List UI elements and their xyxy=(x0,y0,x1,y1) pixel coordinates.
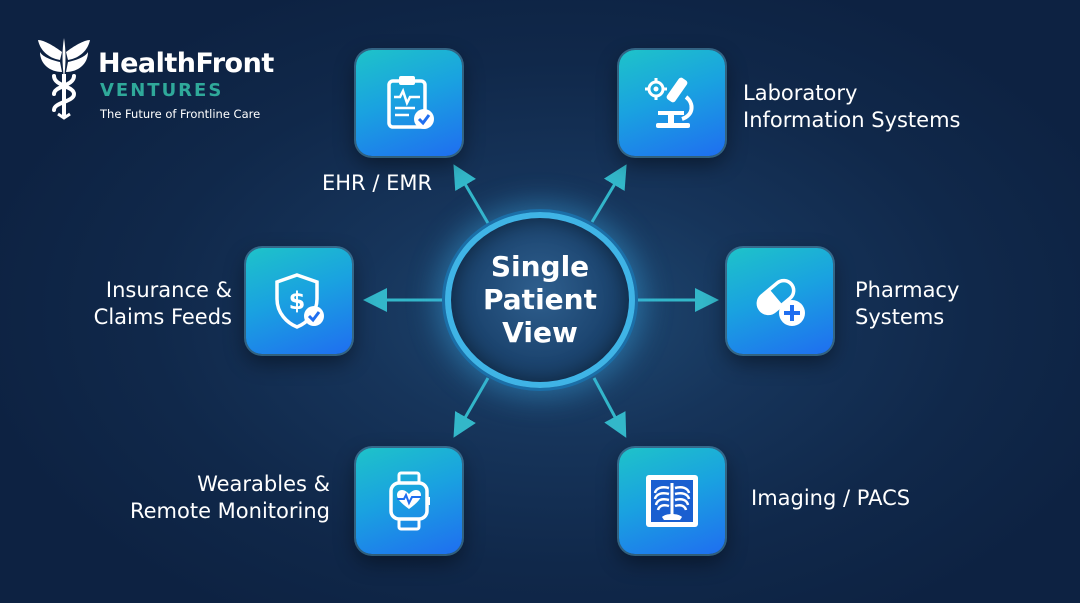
arrow-to-wearables xyxy=(453,377,490,438)
imaging-label-line: Imaging / PACS xyxy=(751,486,911,510)
laboratory-label-line: Laboratory xyxy=(743,81,858,105)
hub-title-line: Patient xyxy=(483,283,597,316)
pharmacy-label-line: Systems xyxy=(855,305,945,329)
arrow-to-imaging xyxy=(592,377,627,438)
wearables-label-line: Remote Monitoring xyxy=(129,499,330,523)
ehr-label-line: EHR / EMR xyxy=(322,171,433,195)
brand-name: HealthFront xyxy=(98,48,274,79)
hub-title-line: View xyxy=(502,316,578,349)
wearables-label: Wearables & Remote Monitoring xyxy=(98,471,330,525)
single-patient-view-hub: Single Patient View xyxy=(445,212,635,388)
laboratory-label: Laboratory Information Systems xyxy=(743,80,961,134)
brand-tagline: The Future of Frontline Care xyxy=(100,107,261,121)
xray-ribcage-icon xyxy=(646,475,698,527)
svg-text:$: $ xyxy=(289,287,306,315)
arrow-to-ehr xyxy=(453,164,494,231)
laboratory-label-line: Information Systems xyxy=(743,108,961,132)
insurance-label-line: Insurance & xyxy=(105,278,232,302)
arrow-to-lab xyxy=(590,164,627,223)
laboratory-tile xyxy=(619,50,725,156)
hub-title: Single Patient View xyxy=(445,250,635,349)
brand-subtitle: VENTURES xyxy=(100,80,224,101)
pharmacy-label-line: Pharmacy xyxy=(855,278,960,302)
imaging-tile xyxy=(619,448,725,554)
smartwatch-heartbeat-icon xyxy=(389,471,430,531)
insurance-label-line: Claims Feeds xyxy=(93,305,232,329)
pill-plus-icon xyxy=(756,278,805,326)
microscope-gear-icon xyxy=(645,77,694,128)
pharmacy-tile xyxy=(727,248,833,354)
caduceus-leaf-logo-icon xyxy=(38,38,90,120)
imaging-label: Imaging / PACS xyxy=(751,485,910,512)
pharmacy-label: Pharmacy Systems xyxy=(855,277,959,331)
hub-ring xyxy=(445,212,635,388)
ehr-label: EHR / EMR xyxy=(322,170,432,197)
insurance-tile: $ xyxy=(246,248,352,354)
hub-title-line: Single xyxy=(490,250,590,283)
ehr-tile xyxy=(356,50,462,156)
brand-block: HealthFront VENTURES The Future of Front… xyxy=(36,30,296,130)
wearables-label-line: Wearables & xyxy=(197,472,330,496)
wearables-tile xyxy=(356,448,462,554)
insurance-label: Insurance & Claims Feeds xyxy=(60,277,232,331)
clipboard-check-icon xyxy=(387,76,434,129)
dollar-shield-check-icon: $ xyxy=(275,273,324,329)
